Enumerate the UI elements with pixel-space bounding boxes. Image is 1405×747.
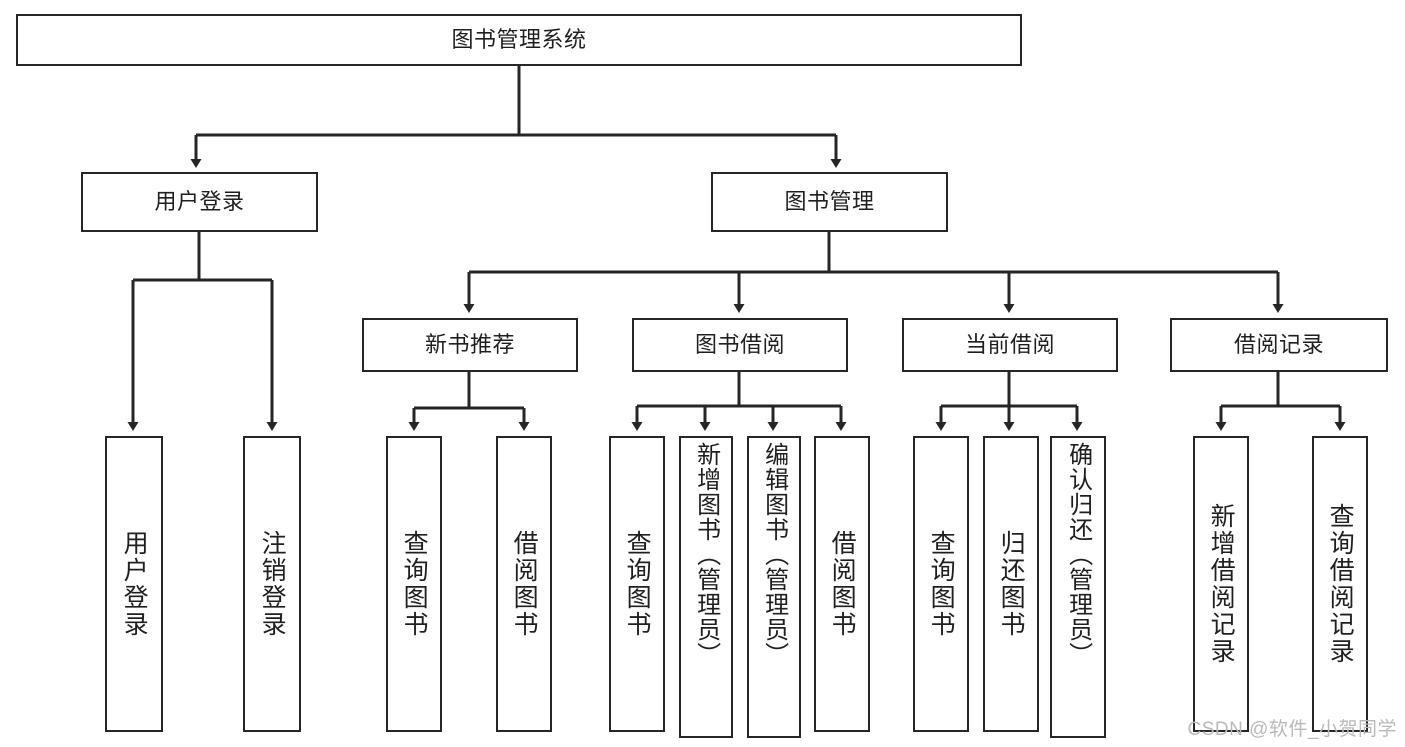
node-label: 新书推荐: [424, 331, 515, 357]
leaf-query-book-current[interactable]: 查询图书: [913, 436, 969, 732]
node-book-borrow[interactable]: 图书借阅: [632, 318, 848, 372]
node-label: 注销登录: [258, 530, 287, 638]
node-label: 借阅图书: [510, 530, 539, 638]
node-current-borrow[interactable]: 当前借阅: [902, 318, 1118, 372]
node-label: 当前借阅: [964, 331, 1055, 357]
leaf-confirm-return[interactable]: 确认归还（管理员）: [1050, 436, 1106, 738]
leaf-add-book[interactable]: 新增图书（管理员）: [679, 436, 733, 738]
node-label: 查询图书: [927, 530, 956, 638]
node-book-manage[interactable]: 图书管理: [711, 172, 948, 232]
node-label: 图书借阅: [694, 331, 785, 357]
node-user-login[interactable]: 用户登录: [81, 172, 318, 232]
leaf-query-book-recommend[interactable]: 查询图书: [386, 436, 442, 732]
leaf-user-login[interactable]: 用户登录: [105, 436, 163, 732]
node-label: 借阅图书: [828, 530, 857, 638]
node-label: 编辑图书（管理员）: [760, 442, 788, 667]
leaf-query-book-borrow[interactable]: 查询图书: [609, 436, 665, 732]
node-label: 确认归还（管理员）: [1064, 442, 1092, 667]
node-label: 用户登录: [154, 188, 245, 214]
node-label: 新增借阅记录: [1207, 503, 1236, 665]
node-label: 借阅记录: [1233, 331, 1324, 357]
node-label: 查询图书: [623, 530, 652, 638]
node-label: 新增图书（管理员）: [692, 442, 720, 667]
leaf-return-book[interactable]: 归还图书: [983, 436, 1039, 732]
node-label: 图书管理系统: [451, 26, 587, 52]
node-label: 用户登录: [120, 530, 149, 638]
node-label: 查询借阅记录: [1326, 503, 1355, 665]
leaf-borrow-book-borrow[interactable]: 借阅图书: [814, 436, 870, 732]
node-label: 查询图书: [400, 530, 429, 638]
node-label: 归还图书: [997, 530, 1026, 638]
node-root-system[interactable]: 图书管理系统: [16, 14, 1022, 66]
leaf-logout-login[interactable]: 注销登录: [243, 436, 301, 732]
leaf-borrow-book-recommend[interactable]: 借阅图书: [496, 436, 552, 732]
watermark-credit: CSDN @软件_小贺同学: [1187, 719, 1397, 740]
leaf-edit-book[interactable]: 编辑图书（管理员）: [747, 436, 801, 738]
node-borrow-record[interactable]: 借阅记录: [1170, 318, 1388, 372]
node-new-book-recommend[interactable]: 新书推荐: [362, 318, 578, 372]
leaf-query-borrow-record[interactable]: 查询借阅记录: [1312, 436, 1368, 732]
leaf-add-borrow-record[interactable]: 新增借阅记录: [1193, 436, 1249, 732]
node-label: 图书管理: [784, 188, 875, 214]
